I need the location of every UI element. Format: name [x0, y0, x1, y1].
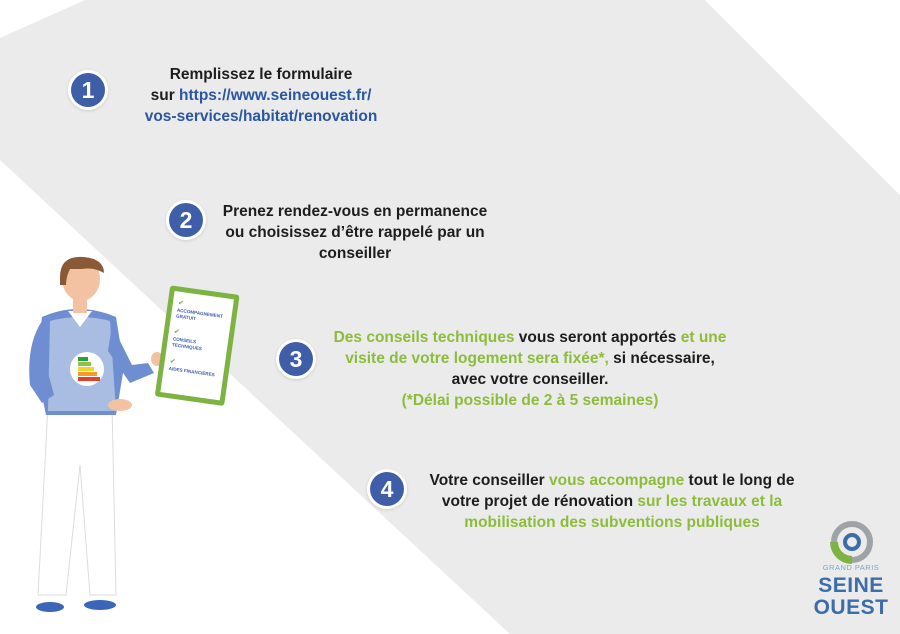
step-text-segment: sur les travaux et la [637, 493, 783, 510]
link-text[interactable]: https://www.seineouest.fr/ [179, 87, 372, 104]
step-text-segment: Votre conseiller [429, 472, 549, 489]
checklist-item-2-line1: CONSEILS [173, 336, 197, 344]
step-3-line: avec votre conseiller. [300, 369, 760, 390]
step-2-badge: 2 [169, 203, 203, 237]
step-3-badge: 3 [279, 342, 313, 376]
step-4-line: Votre conseiller vous accompagne tout le… [395, 470, 829, 491]
check-icon: ✔ [173, 328, 180, 336]
seine-ouest-logo: GRAND PARIS SEINE OUEST [812, 520, 890, 625]
advisor-illustration: ✔ ACCOMPAGNEMENT GRATUIT ✔ CONSEILS TECH… [29, 256, 240, 612]
step-3-line: visite de votre logement sera fixée*, si… [300, 348, 760, 369]
step-text-segment: avec votre conseiller. [451, 371, 609, 388]
step-4-badge: 4 [370, 472, 404, 506]
logo-line-2: OUEST [813, 596, 889, 619]
step-text-segment: Prenez rendez-vous en permanence [222, 203, 488, 220]
step-text-segment: Remplissez le formulaire [169, 66, 353, 83]
step-text-segment: (*Délai possible de 2 à 5 semaines) [401, 392, 659, 409]
checklist-item-1-line2: GRATUIT [176, 313, 197, 321]
step-2-line: Prenez rendez-vous en permanence [190, 201, 520, 222]
logo-small-text: GRAND PARIS [822, 563, 880, 572]
step-1-badge: 1 [71, 73, 105, 107]
step-1-line: sur https://www.seineouest.fr/ [96, 85, 426, 106]
step-text-segment: vous seront apportés [514, 329, 681, 346]
advisor-arm-right [108, 325, 154, 383]
advisor-collar [68, 311, 92, 327]
check-icon: ✔ [169, 358, 176, 366]
step-3-text: Des conseils techniques vous seront appo… [300, 327, 760, 411]
step-text-segment: vous accompagne [548, 472, 685, 489]
advisor-hand-left [108, 399, 132, 411]
step-text-segment: et une [680, 329, 727, 346]
seine-ouest-logo-icon [830, 521, 873, 564]
step-text-segment: sur [150, 87, 180, 104]
energy-bar-a [78, 357, 88, 361]
advisor-neck [73, 297, 87, 313]
step-4-line: votre projet de rénovation sur les trava… [395, 491, 829, 512]
step-text-segment: visite de votre logement sera fixée*, [345, 350, 609, 367]
step-4-text: Votre conseiller vous accompagne tout le… [395, 470, 829, 533]
check-icon: ✔ [177, 300, 184, 308]
step-1-line: vos-services/habitat/renovation [96, 106, 426, 127]
step-text-segment: si nécessaire, [608, 350, 715, 367]
step-text-segment: tout le long de [684, 472, 795, 489]
energy-bar-b [78, 362, 91, 366]
advisor-legs [37, 404, 117, 596]
step-1-line: Remplissez le formulaire [96, 64, 426, 85]
step-4-line: mobilisation des subventions publiques [395, 512, 829, 533]
step-text-segment: Des conseils techniques [333, 329, 515, 346]
checklist-board: ✔ ACCOMPAGNEMENT GRATUIT ✔ CONSEILS TECH… [155, 285, 240, 406]
advisor-arm-left [29, 321, 54, 403]
step-2-line: ou choisissez d’être rappelé par un [190, 222, 520, 243]
step-3-line: Des conseils techniques vous seront appo… [300, 327, 760, 348]
energy-bar-e [78, 377, 100, 381]
step-1-text: Remplissez le formulaire sur https://www.… [96, 64, 426, 127]
checklist-paper [160, 290, 234, 401]
advisor-shoe-right [84, 600, 116, 610]
checklist-item-1-line1: ACCOMPAGNEMENT [177, 308, 224, 319]
advisor-shoe-left [36, 602, 64, 612]
step-text-segment: ou choisissez d’être rappelé par un [225, 224, 485, 241]
checklist-item-2-line2: TECHNIQUES [172, 342, 203, 351]
advisor-hair [60, 256, 104, 285]
energy-bar-d [78, 372, 97, 376]
logo-line-1: SEINE [818, 574, 884, 597]
step-3-line: (*Délai possible de 2 à 5 semaines) [300, 390, 760, 411]
step-text-segment: conseiller [318, 245, 392, 262]
step-2-line: conseiller [190, 243, 520, 264]
step-text-segment: votre projet de rénovation [441, 493, 638, 510]
step-2-text: Prenez rendez-vous en permanence ou chois… [190, 201, 520, 264]
step-text-segment: mobilisation des subventions publiques [464, 514, 760, 531]
link-text[interactable]: vos-services/habitat/renovation [144, 108, 378, 125]
energy-bar-c [78, 367, 94, 371]
